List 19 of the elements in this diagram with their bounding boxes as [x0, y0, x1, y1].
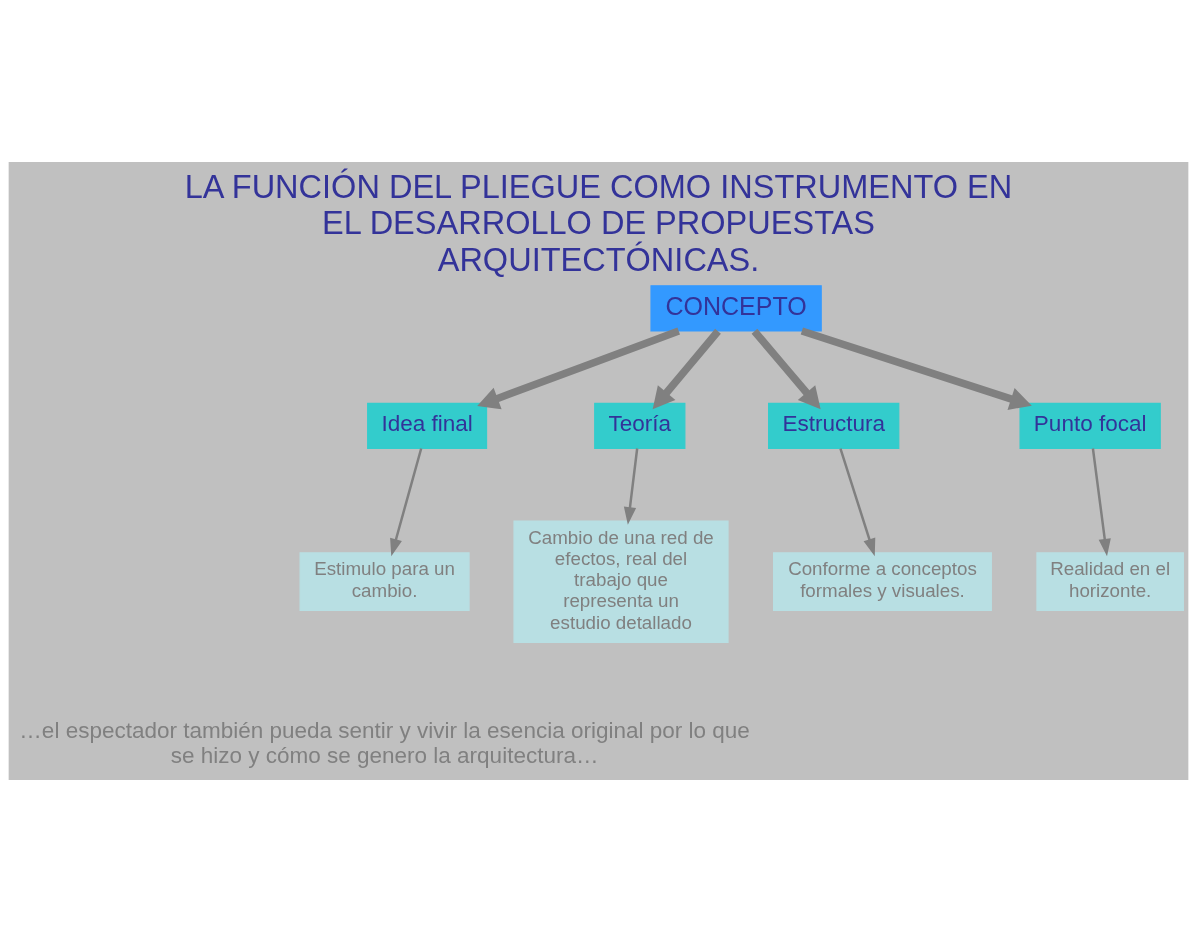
arrow [1091, 447, 1111, 556]
node-box: Teoría [594, 402, 686, 449]
label: …el espectador también pueda sentir y vivir la esencia original por lo que se hizo y cómo se genero la arquitectura… [19, 717, 750, 768]
arrow [623, 447, 639, 525]
node-box: Cambio de una red de efectos, real del trabajo que representa un estudio detallado [513, 519, 729, 643]
node-box: Realidad en el horizonte. [1036, 551, 1184, 611]
arrow [800, 326, 1032, 410]
diagram-title: LA FUNCIÓN DEL PLIEGUE COMO INSTRUMENTO EN EL DESARROLLO DE PROPUESTAS ARQUITECTÓNICAS. [184, 168, 1013, 278]
node-box: Estimulo para un cambio. [299, 551, 470, 611]
node-box: CONCEPTO [650, 284, 822, 331]
node-box: Punto focal [1019, 402, 1161, 449]
arrow [390, 447, 423, 556]
arrow [477, 327, 681, 409]
node-box: Idea final [367, 402, 488, 449]
node-box: Estructura [768, 402, 900, 449]
node-box: Conforme a conceptos formales y visuales. [773, 551, 992, 611]
arrow [751, 328, 821, 409]
arrow [652, 328, 721, 409]
arrow [839, 447, 876, 556]
